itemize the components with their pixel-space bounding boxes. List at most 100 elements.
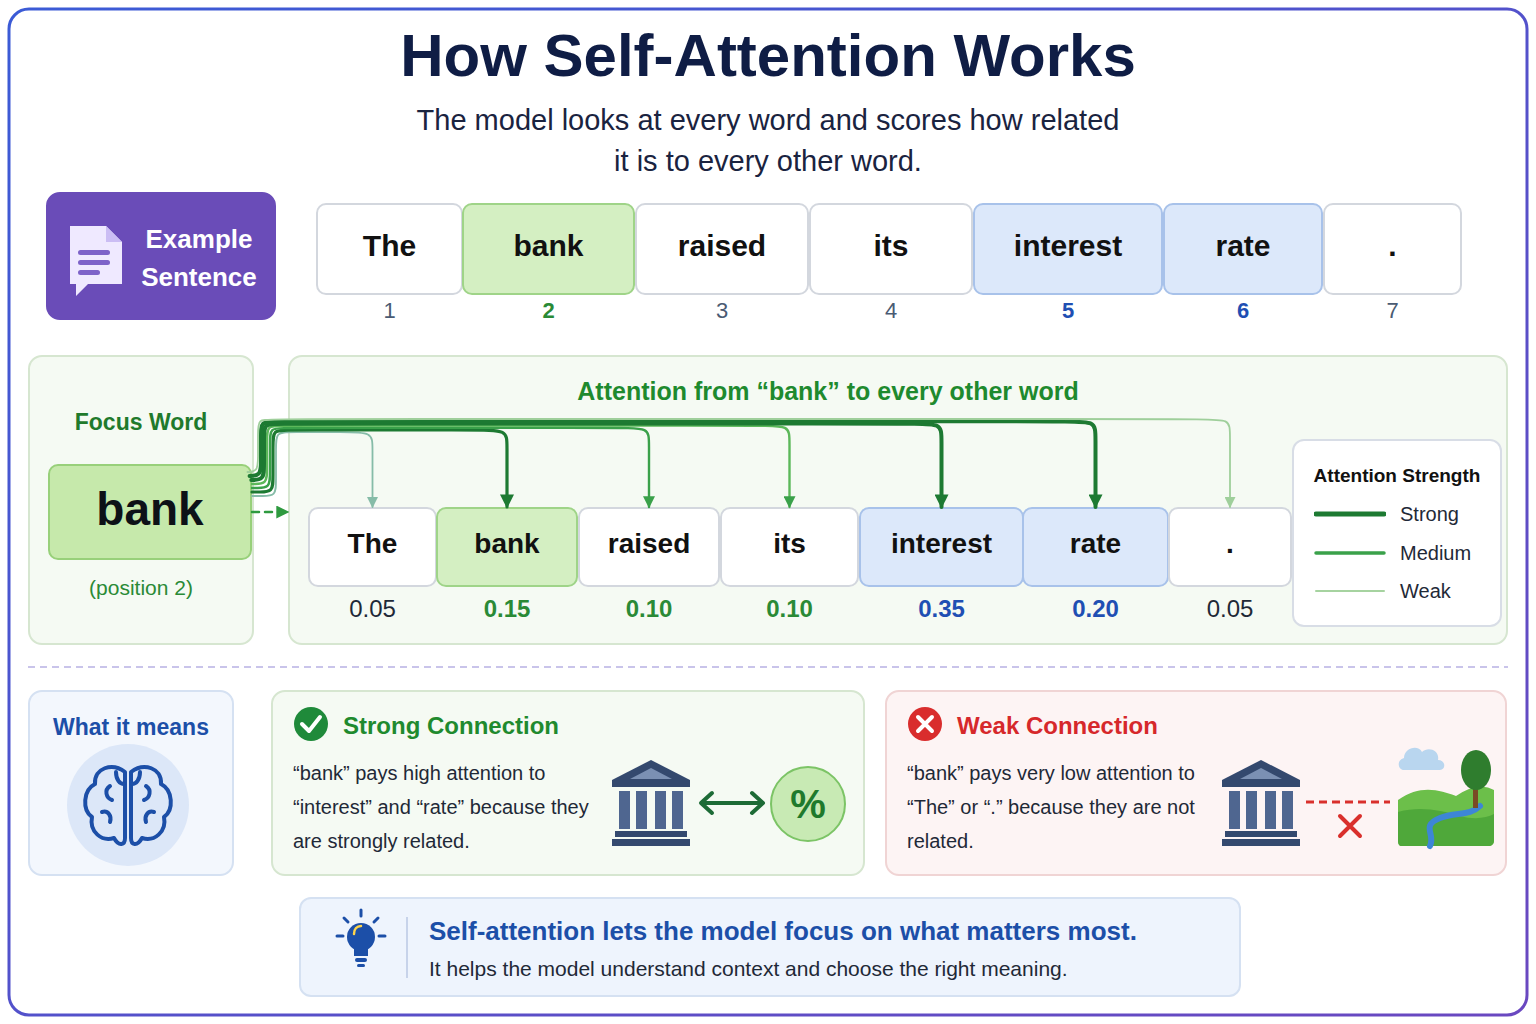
token-word: bank <box>464 205 633 287</box>
legend-swatch <box>1314 540 1386 566</box>
token-word: interest <box>975 205 1161 287</box>
page-frame <box>9 9 1527 1015</box>
brain-icon <box>102 772 124 822</box>
example-sentence-badge: Example Sentence <box>46 192 276 320</box>
attention-score: 0.35 <box>849 594 1034 623</box>
legend-box: Attention StrengthStrongMediumWeak <box>1292 439 1502 627</box>
panel-heading: Attention from “bank” to every other wor… <box>290 375 1366 407</box>
legend-line-sample <box>1316 590 1384 592</box>
focus-word: bank <box>50 466 250 552</box>
word-token: raised3 <box>635 203 809 295</box>
token-word: interest <box>861 509 1022 579</box>
landscape-icon <box>1398 787 1494 846</box>
panel-heading: Strong Connection <box>343 711 643 741</box>
position-note: (position 2) <box>30 574 252 602</box>
document-icon <box>70 226 122 296</box>
lightbulb-icon <box>344 918 348 922</box>
brain-icon <box>67 744 189 866</box>
focus-word-panel: Focus Word(position 2)bank <box>28 355 254 645</box>
token-word: its <box>722 509 857 579</box>
legend-swatch <box>1314 578 1386 604</box>
attention-score: 0.05 <box>1158 594 1302 623</box>
percent-circle <box>771 767 845 841</box>
landscape-icon <box>1399 748 1445 770</box>
brain-icon <box>132 772 154 822</box>
meaning-panel: What it means <box>28 690 234 876</box>
attention-token: raised0.10 <box>578 507 720 587</box>
focus-word-box: bank <box>48 464 252 560</box>
badge-text: Example Sentence <box>128 220 270 296</box>
weak-connection-panel: Weak Connection“bank” pays very low atte… <box>885 690 1507 876</box>
takeaway-box: Self-attention lets the model focus on w… <box>299 897 1241 997</box>
lightbulb-icon <box>355 958 367 962</box>
word-token: The1 <box>316 203 463 295</box>
tip-divider <box>406 917 408 978</box>
legend-label: Weak <box>1400 578 1451 604</box>
attention-arc <box>252 428 649 507</box>
token-word: The <box>318 205 461 287</box>
broken-link <box>1306 801 1390 804</box>
token-word: rate <box>1024 509 1167 579</box>
brain-icon <box>131 767 171 844</box>
attention-panel: Attention from “bank” to every other wor… <box>288 355 1508 645</box>
lightbulb-icon <box>357 964 365 967</box>
token-word: raised <box>637 205 807 287</box>
document-icon <box>70 226 122 296</box>
token-word: bank <box>438 509 576 579</box>
brain-icon <box>67 744 189 866</box>
attention-score: 0.20 <box>1012 594 1179 623</box>
attention-score: 0.10 <box>710 594 869 623</box>
attention-token: its0.10 <box>720 507 859 587</box>
document-icon <box>78 270 100 275</box>
section-divider <box>28 666 1508 668</box>
check-icon <box>302 717 320 731</box>
panel-heading: What it means <box>30 712 232 742</box>
word-token: bank2 <box>462 203 635 295</box>
cross-icon <box>918 717 932 731</box>
attention-arc <box>252 430 507 507</box>
section-divider <box>28 667 1508 668</box>
token-word: . <box>1325 205 1460 287</box>
position-number: 2 <box>452 298 645 324</box>
takeaway-heading: Self-attention lets the model focus on w… <box>429 915 1237 947</box>
position-number: 7 <box>1313 298 1472 324</box>
attention-arc <box>247 419 1230 507</box>
legend-label: Strong <box>1400 501 1459 527</box>
word-token: .7 <box>1323 203 1462 295</box>
landscape-icon <box>1473 776 1478 808</box>
legend-row: Strong <box>1294 501 1500 527</box>
document-icon <box>78 250 110 255</box>
landscape-icon <box>1398 748 1494 846</box>
word-token: rate6 <box>1163 203 1323 295</box>
lightbulb-icon <box>354 926 361 934</box>
lightbulb-icon <box>337 910 385 967</box>
legend-title: Attention Strength <box>1294 463 1500 489</box>
panel-body: “bank” pays high attention to “interest”… <box>293 756 598 858</box>
broken-link <box>1340 816 1360 836</box>
attention-arc <box>252 426 790 507</box>
landscape-icon <box>1398 809 1494 846</box>
attention-score: 0.05 <box>298 594 447 623</box>
double-arrow-icon <box>702 801 762 805</box>
attention-token: interest0.35 <box>859 507 1024 587</box>
attention-token: The0.05 <box>308 507 437 587</box>
double-arrow-icon <box>701 793 763 813</box>
token-word: . <box>1170 509 1290 579</box>
legend-row: Medium <box>1294 540 1500 566</box>
position-number: 3 <box>625 298 819 324</box>
lightbulb-icon <box>354 948 368 956</box>
lightbulb-icon <box>360 910 363 916</box>
takeaway-body: It helps the model understand context an… <box>429 955 1237 983</box>
attention-arc <box>251 423 941 507</box>
word-token: interest5 <box>973 203 1163 295</box>
legend-row: Weak <box>1294 578 1500 604</box>
landscape-icon <box>1461 750 1491 790</box>
cross-icon <box>908 707 942 741</box>
attention-token: rate0.20 <box>1022 507 1169 587</box>
double-arrow-icon <box>752 793 763 813</box>
percent-symbol: % <box>772 782 844 826</box>
bank-building-icon <box>612 760 690 846</box>
word-token: its4 <box>809 203 973 295</box>
broken-link <box>1306 802 1390 836</box>
percent-circle <box>771 767 845 841</box>
